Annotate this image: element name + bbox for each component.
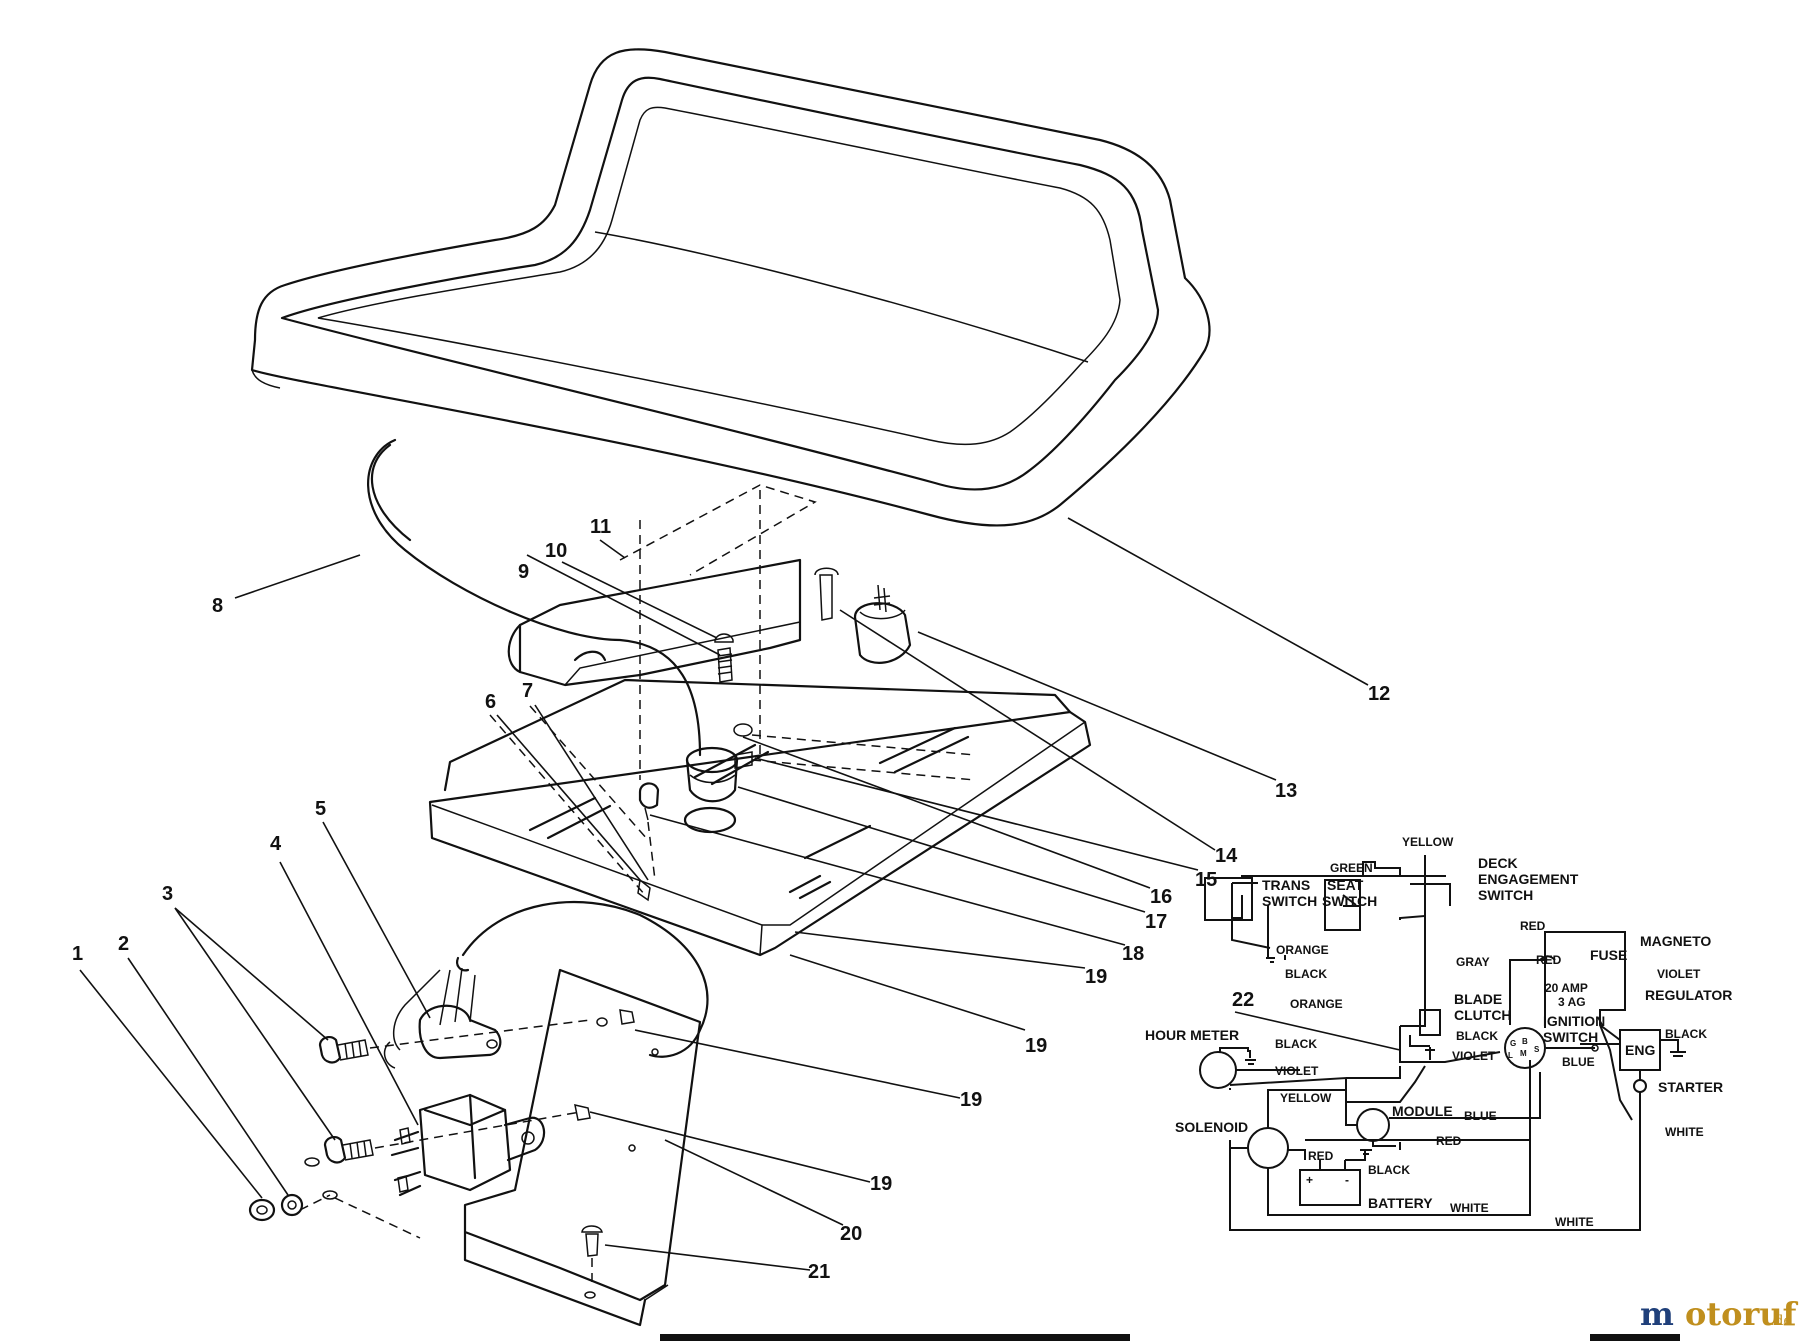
wire-label: RED (1536, 953, 1562, 967)
part-label: 20 (840, 1223, 862, 1245)
wire-label: BLACK (1665, 1027, 1707, 1041)
wire-label: VIOLET (1452, 1049, 1496, 1063)
seat-switch-label: SWITCH (1322, 893, 1377, 909)
wire-label: GRAY (1456, 955, 1490, 969)
wire-label: BLUE (1464, 1109, 1497, 1123)
wire-label: YELLOW (1402, 835, 1454, 849)
hour-meter-label: HOUR METER (1145, 1027, 1239, 1043)
part-label: 2 (118, 933, 129, 955)
watermark-m: m (1640, 1295, 1674, 1333)
part-label: 5 (315, 798, 326, 820)
part-label: 8 (212, 595, 223, 617)
seat (250, 48, 1211, 527)
leader-lines (79, 517, 1401, 1271)
watermark-tld: .de (1770, 1313, 1792, 1329)
starter-label: STARTER (1658, 1079, 1723, 1095)
part-label: 1 (72, 943, 83, 965)
battery-terminal: + (1306, 1173, 1313, 1187)
watermark-logo: m otoruf .de (1640, 1295, 1799, 1333)
fuse-rating: 20 AMP (1545, 981, 1588, 995)
part-label: 19 (960, 1089, 982, 1111)
part-label: 3 (162, 883, 173, 905)
ignition-terminal: L (1508, 1051, 1513, 1060)
seat-switch-label: SEAT (1327, 877, 1364, 893)
svg-text:m otoruf: m otoruf (1640, 1295, 1799, 1333)
part-label: 9 (518, 561, 529, 583)
wire-label: WHITE (1450, 1201, 1489, 1215)
seat-harness (367, 438, 702, 757)
part-label: 22 (1232, 989, 1254, 1011)
part-label: 6 (485, 691, 496, 713)
battery-terminal: - (1345, 1173, 1349, 1187)
seat-switch (383, 967, 502, 1069)
wire-label: RED (1308, 1149, 1334, 1163)
part-label: 18 (1122, 943, 1144, 965)
wire-label: VIOLET (1657, 967, 1701, 981)
wire-label: ORANGE (1276, 943, 1329, 957)
part-label: 14 (1215, 845, 1238, 867)
part-label: 17 (1145, 911, 1167, 933)
part-label: 7 (522, 680, 533, 702)
ignition-terminal: M (1520, 1049, 1527, 1058)
part-label: 12 (1368, 683, 1390, 705)
trans-switch-label: TRANS (1262, 877, 1310, 893)
wire-label: VIOLET (1275, 1064, 1319, 1078)
blade-clutch-label: BLADE (1454, 991, 1502, 1007)
wire-label: BLACK (1456, 1029, 1498, 1043)
deck-switch-label: SWITCH (1478, 887, 1533, 903)
magneto-label: MAGNETO (1640, 933, 1711, 949)
part-label: 19 (1085, 966, 1107, 988)
wire-label: BLACK (1368, 1163, 1410, 1177)
ignition-terminal: B (1522, 1037, 1528, 1046)
wire-label: BLACK (1275, 1037, 1317, 1051)
solenoid (390, 1093, 546, 1197)
hardware-upper (714, 567, 976, 781)
lower-harness (456, 900, 709, 1058)
wire-label: WHITE (1665, 1125, 1704, 1139)
ignition-switch-label: IGNITION (1543, 1013, 1605, 1029)
regulator-label: REGULATOR (1645, 987, 1732, 1003)
fuse-label: FUSE (1590, 947, 1627, 963)
battery-label: BATTERY (1368, 1195, 1433, 1211)
deck-switch-label: DECK (1478, 855, 1518, 871)
seat-bracket (507, 484, 912, 780)
eng-label: ENG (1625, 1042, 1655, 1058)
mounting-plate (463, 968, 702, 1327)
deck-switch-label: ENGAGEMENT (1478, 871, 1579, 887)
wiring-schematic: GREEN YELLOW TRANS SWITCH SEAT SWITCH DE… (1145, 835, 1732, 1231)
ignition-switch-label: SWITCH (1543, 1029, 1598, 1045)
part-label: 10 (545, 540, 567, 562)
grommet-and-knob (638, 746, 739, 881)
part-label: 13 (1275, 780, 1297, 802)
part-label: 19 (870, 1173, 892, 1195)
ignition-terminal: S (1534, 1045, 1540, 1054)
ignition-terminal: G (1510, 1039, 1516, 1048)
trans-switch-label: SWITCH (1262, 893, 1317, 909)
part-label: 16 (1150, 886, 1172, 908)
part-number-labels: 1 2 3 4 5 6 7 8 9 10 11 12 13 14 15 16 1… (72, 516, 1390, 1283)
module-label: MODULE (1392, 1103, 1453, 1119)
wire-label: WHITE (1555, 1215, 1594, 1229)
wire-label: RED (1436, 1134, 1462, 1148)
mount-dash-lines (489, 705, 651, 902)
seat-pan (428, 678, 1092, 957)
fuse-rating: 3 AG (1558, 995, 1586, 1009)
fasteners-left (248, 1019, 591, 1239)
wire-label: RED (1520, 919, 1546, 933)
watermark-rest: otoruf (1685, 1295, 1799, 1333)
wire-label: BLUE (1562, 1055, 1595, 1069)
part-label: 19 (1025, 1035, 1047, 1057)
part-label: 21 (808, 1261, 830, 1283)
part-label: 15 (1195, 869, 1217, 891)
wire-label: GREEN (1330, 861, 1373, 875)
solenoid-label: SOLENOID (1175, 1119, 1248, 1135)
part-label: 4 (270, 833, 282, 855)
wire-label: YELLOW (1280, 1091, 1332, 1105)
part-label: 11 (590, 516, 611, 538)
wire-label: ORANGE (1290, 997, 1343, 1011)
cut-off-caption (660, 1334, 1680, 1341)
blade-clutch-label: CLUTCH (1454, 1007, 1512, 1023)
wire-label: BLACK (1285, 967, 1327, 981)
